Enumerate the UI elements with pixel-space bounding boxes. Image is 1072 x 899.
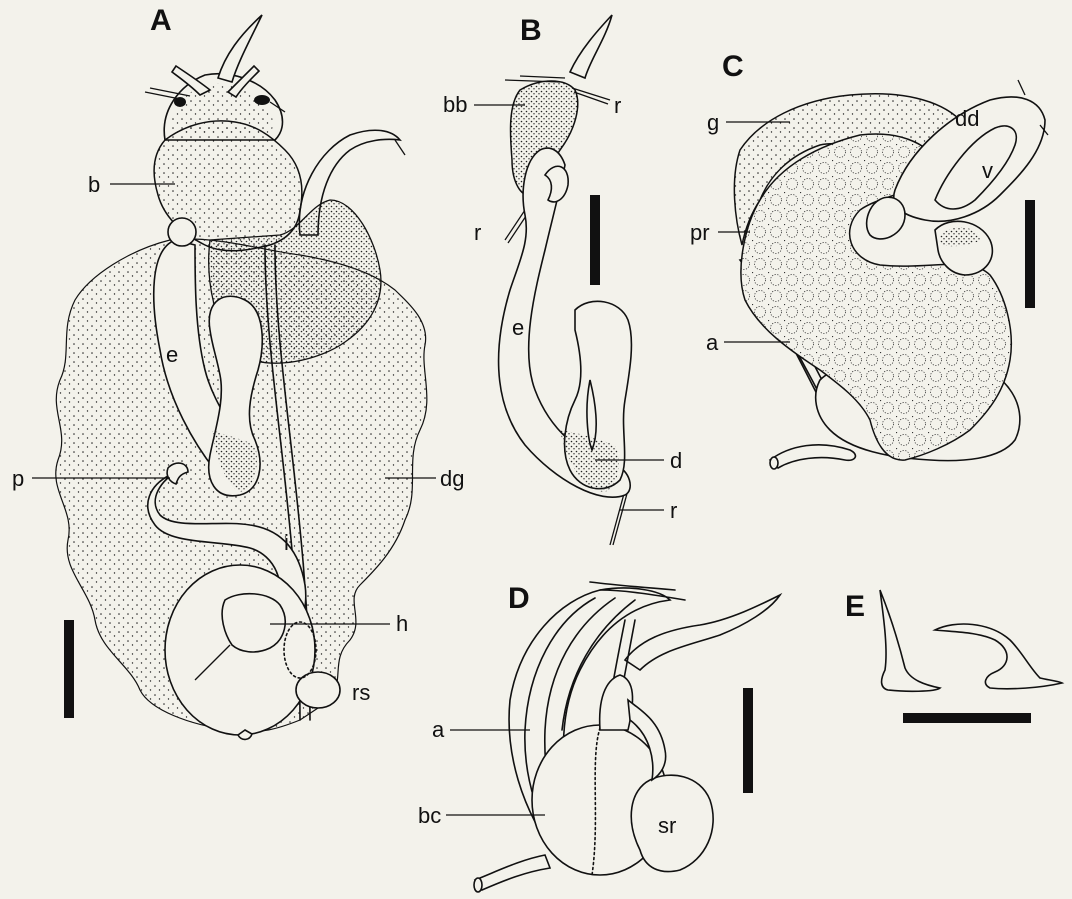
- scale-bar-d: [743, 688, 753, 793]
- label-dd: dd: [955, 106, 979, 131]
- panel-b-letter: B: [520, 14, 542, 47]
- heart: [222, 594, 285, 652]
- tentacle-b: [570, 15, 612, 78]
- duct-d-upper: [625, 595, 780, 670]
- radular-tooth-1: [880, 590, 940, 691]
- label-rs: rs: [352, 680, 370, 705]
- panel-a-letter: A: [150, 4, 172, 37]
- label-dg: dg: [440, 466, 464, 491]
- panel-d: D a bc sr: [418, 582, 780, 892]
- cirri-b: [520, 76, 565, 78]
- scale-bar-b: [590, 195, 600, 285]
- retractor-bottom: [613, 490, 628, 545]
- label-g: g: [707, 110, 719, 135]
- label-pr: pr: [690, 220, 710, 245]
- duct-tip: [395, 140, 405, 155]
- scale-bar-e: [903, 713, 1031, 723]
- panel-b: B bb r r e d r: [443, 14, 682, 545]
- label-h: h: [396, 611, 408, 636]
- label-v: v: [982, 158, 993, 183]
- duct-c: [770, 445, 855, 468]
- retractor-bottom: [610, 490, 625, 545]
- label-a-c: a: [706, 330, 719, 355]
- scale-bar-a: [64, 620, 74, 718]
- eye-right: [254, 95, 270, 105]
- outflow-tube-end: [474, 878, 482, 892]
- outflow-tube-d: [475, 855, 550, 890]
- label-bc: bc: [418, 803, 441, 828]
- scale-bar-c: [1025, 200, 1035, 308]
- label-sr: sr: [658, 813, 676, 838]
- label-p: p: [12, 466, 24, 491]
- label-a-d: a: [432, 717, 445, 742]
- panel-a: A: [12, 4, 464, 739]
- label-r-top: r: [614, 93, 621, 118]
- label-e-b: e: [512, 315, 524, 340]
- label-bb: bb: [443, 92, 467, 117]
- panel-c-letter: C: [722, 50, 744, 83]
- panel-c: C g dd v pr a: [690, 50, 1048, 469]
- panel-e-letter: E: [845, 590, 865, 623]
- label-r-bottom: r: [670, 498, 677, 523]
- label-r-left: r: [474, 220, 481, 245]
- duct-tip-c: [1018, 80, 1025, 95]
- duct-c-end: [770, 457, 778, 469]
- panel-e: E: [845, 590, 1062, 723]
- radular-tooth-2: [935, 624, 1062, 689]
- panel-d-letter: D: [508, 582, 530, 615]
- label-d: d: [670, 448, 682, 473]
- label-i: i: [284, 530, 289, 555]
- label-b: b: [88, 172, 100, 197]
- label-e: e: [166, 342, 178, 367]
- buccal-bulb: [168, 218, 196, 246]
